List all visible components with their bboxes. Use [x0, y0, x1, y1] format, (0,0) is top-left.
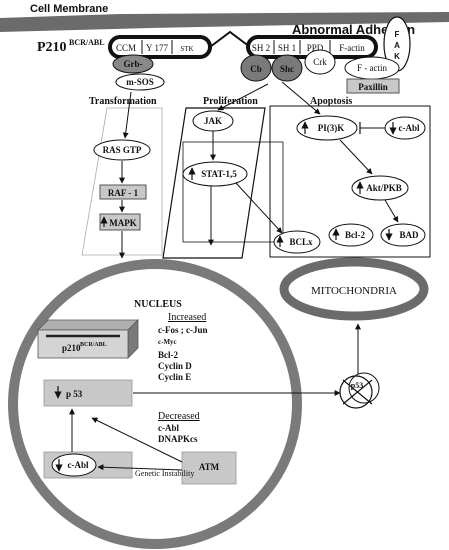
arrow-atm-cabl — [97, 464, 183, 471]
arrow-shc-pi3k — [281, 81, 321, 115]
paxillin-box — [346, 78, 400, 94]
proliferation-pathway: JAK STAT-1,5 BCLx — [162, 83, 321, 259]
p53-outside-label: p53 — [351, 381, 363, 390]
raf-box — [99, 184, 147, 200]
akt-label: Akt/PKB — [366, 183, 402, 193]
factin-label: F - actin — [357, 63, 387, 73]
domain-factin: F-actin — [339, 43, 365, 53]
stat-label: STAT-1,5 — [201, 169, 237, 179]
proliferation-inner-frame — [182, 141, 284, 243]
abnormal-adhesion-label: Abnormal Adhesion — [292, 22, 415, 37]
domain-sh2: SH 2 — [252, 43, 270, 53]
atm-box — [181, 451, 237, 485]
bcl2-node — [328, 223, 374, 247]
increased-cfos-cjun: c-Fos ; c-Jun — [158, 325, 208, 335]
arrow-pi3k-akt — [339, 139, 373, 175]
transformation-pathway: RAS GTP RAF - 1 MAPK — [81, 91, 163, 259]
p210-name: P210 — [37, 40, 67, 55]
pi3k-node — [296, 115, 358, 141]
shc-label: Shc — [280, 64, 294, 74]
jak-label: JAK — [204, 116, 222, 126]
domain-stk: STK — [180, 45, 193, 53]
raf-label: RAF - 1 — [108, 188, 139, 198]
bclx-node — [273, 230, 321, 254]
shc-node — [271, 54, 303, 82]
bcr-abl-protein: CCM Y 177 STK SH 2 SH 1 PPD F-actin — [108, 30, 378, 59]
proliferation-frame — [162, 107, 266, 259]
increased-cyclin-d: Cyclin D — [158, 361, 192, 371]
genetic-instability-label: Genetic Instability — [135, 469, 194, 478]
grb-label: Grb- — [124, 59, 143, 69]
increased-cyclin-e: Cyclin E — [158, 372, 191, 382]
cb-node — [240, 54, 272, 82]
cabl-apoptosis-label: c-Abl — [399, 123, 420, 133]
fak-letter-a: A — [394, 41, 400, 50]
msos-node — [115, 73, 165, 91]
crk-node — [304, 49, 336, 75]
ras-label: RAS GTP — [103, 145, 142, 155]
fak-letter-k: K — [394, 52, 400, 61]
decreased-cabl: c-Abl — [158, 423, 179, 433]
p53-label: p 53 — [66, 389, 83, 399]
cb-label: Cb — [250, 64, 262, 74]
increased-bcl2: Bcl-2 — [158, 350, 178, 360]
arrow-shc-jak — [217, 83, 269, 111]
mapk-label: MAPK — [109, 218, 137, 228]
atm-label: ATM — [199, 462, 220, 472]
domain-ppd: PPD — [307, 43, 324, 53]
decreased-heading: Decreased — [158, 411, 200, 422]
increased-heading: Increased — [168, 312, 206, 323]
adhesion-complex: F A K F - actin Paxillin — [344, 16, 411, 94]
mitochondria-label: MITOCHONDRIA — [311, 285, 397, 297]
akt-node — [351, 175, 409, 201]
stat-node — [182, 161, 248, 187]
p210-dna-block: p210 BCR/ABL — [37, 319, 139, 359]
cabl-nucleus-node — [51, 453, 97, 477]
cell-membrane: Cell Membrane — [0, 3, 449, 32]
paxillin-label: Paxillin — [358, 82, 388, 92]
arrow-akt-bad — [384, 199, 399, 223]
membrane-band — [0, 12, 449, 32]
domain-ccm: CCM — [116, 43, 136, 53]
bad-label: BAD — [399, 230, 419, 240]
arrow-atm-p53 — [91, 417, 183, 463]
dna-superscript: BCR/ABL — [80, 342, 107, 348]
fak-letter-f: F — [395, 30, 400, 39]
msos-label: m-SOS — [126, 77, 154, 87]
nucleus: NUCLEUS Increased c-Fos ; c-Jun c-Myc Bc… — [8, 259, 341, 549]
p53-box — [43, 379, 133, 407]
mitochondria-shape — [279, 257, 429, 321]
dna-label: p210 — [62, 343, 81, 353]
adaptor-proteins: Grb- m-SOS Cb Shc Crk — [112, 49, 336, 91]
ras-node — [93, 139, 151, 161]
p210-superscript: BCR/ABL — [69, 38, 105, 47]
domain-y177: Y 177 — [146, 43, 168, 53]
bcl2-label: Bcl-2 — [345, 230, 365, 240]
domain-sh1: SH 1 — [278, 43, 296, 53]
grb-node — [112, 54, 154, 74]
p53-cross-2 — [342, 379, 373, 405]
pi3k-label: PI(3)K — [318, 123, 345, 133]
arrow-msos-ras — [122, 91, 132, 139]
decreased-dnapkcs: DNAPKcs — [158, 434, 198, 444]
nucleus-title: NUCLEUS — [134, 299, 182, 310]
arrow-stat-bclx — [235, 182, 283, 234]
mapk-box — [99, 213, 141, 231]
p53-inhibited: p53 — [339, 323, 380, 409]
proliferation-heading: Proliferation — [203, 96, 258, 107]
apoptosis-pathway: PI(3)K c-Abl Akt/PKB Bcl-2 BAD — [269, 81, 431, 258]
membrane-label: Cell Membrane — [30, 3, 108, 15]
apoptosis-heading: Apoptosis — [310, 96, 352, 107]
increased-cmyc: c-Myc — [158, 338, 177, 346]
bclx-label: BCLx — [289, 237, 313, 247]
mitochondria: MITOCHONDRIA — [279, 257, 429, 321]
crk-label: Crk — [313, 57, 327, 67]
apoptosis-frame — [269, 105, 431, 258]
p210-title: P210 BCR/ABL — [37, 38, 105, 55]
transformation-heading: Transformation — [89, 96, 157, 107]
cabl-nucleus-label: c-Abl — [68, 460, 89, 470]
fusion-junction — [209, 30, 251, 48]
transformation-frame — [81, 107, 163, 256]
